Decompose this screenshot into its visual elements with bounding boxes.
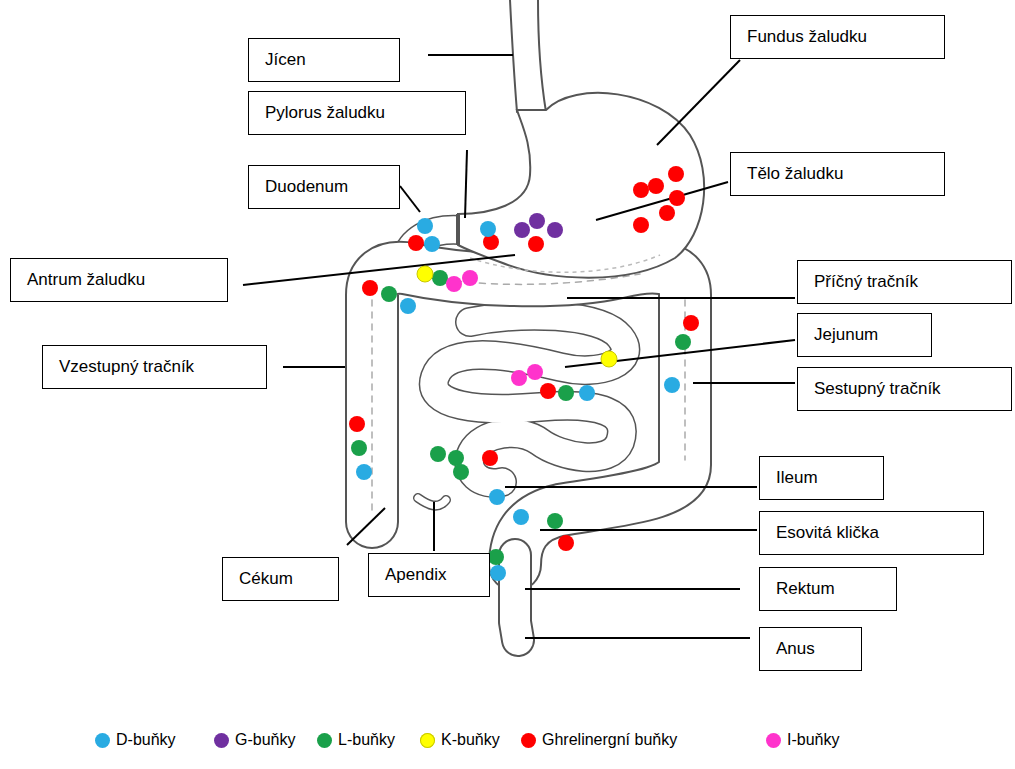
organ-label: Antrum žaludku — [27, 270, 145, 290]
legend-swatch — [521, 733, 536, 748]
label-box: Rektum — [759, 567, 897, 611]
legend-swatch — [420, 733, 435, 748]
legend-item: G-buňky — [214, 731, 295, 749]
legend-text: Ghrelinergní buňky — [542, 731, 677, 749]
legend-text: G-buňky — [235, 731, 295, 749]
organ-label: Rektum — [776, 579, 835, 599]
label-box: Tělo žaludku — [730, 152, 945, 196]
organ-label: Anus — [776, 639, 815, 659]
legend-swatch — [214, 733, 229, 748]
label-box: Antrum žaludku — [10, 258, 228, 302]
label-box: Jícen — [248, 38, 400, 82]
label-box: Příčný tračník — [797, 260, 1012, 304]
label-box: Pylorus žaludku — [248, 91, 466, 135]
organ-label: Duodenum — [265, 177, 348, 197]
label-box: Ileum — [759, 456, 884, 500]
label-box: Apendix — [368, 553, 490, 597]
label-box: Cékum — [222, 557, 339, 601]
legend-swatch — [95, 733, 110, 748]
organ-label: Esovitá klička — [776, 523, 879, 543]
legend-swatch — [766, 733, 781, 748]
label-box: Jejunum — [797, 313, 932, 357]
organ-label: Tělo žaludku — [747, 164, 843, 184]
organ-label: Jícen — [265, 50, 306, 70]
organ-label: Pylorus žaludku — [265, 103, 385, 123]
legend-text: I-buňky — [787, 731, 839, 749]
legend-swatch — [317, 733, 332, 748]
organ-label: Cékum — [239, 569, 293, 589]
organ-label: Apendix — [385, 565, 446, 585]
label-box: Fundus žaludku — [730, 15, 945, 59]
label-box: Sestupný tračník — [797, 367, 1012, 411]
organ-label: Jejunum — [814, 325, 878, 345]
organ-label: Příčný tračník — [814, 272, 918, 292]
organ-label: Fundus žaludku — [747, 27, 867, 47]
legend-text: K-buňky — [441, 731, 500, 749]
label-box: Duodenum — [248, 165, 400, 209]
label-box: Anus — [759, 627, 862, 671]
label-box: Vzestupný tračník — [42, 345, 267, 389]
legend-item: D-buňky — [95, 731, 176, 749]
legend-item: Ghrelinergní buňky — [521, 731, 677, 749]
legend-text: L-buňky — [338, 731, 395, 749]
organ-label: Vzestupný tračník — [59, 357, 194, 377]
label-box: Esovitá klička — [759, 511, 984, 555]
organ-label: Ileum — [776, 468, 818, 488]
legend-text: D-buňky — [116, 731, 176, 749]
legend-item: I-buňky — [766, 731, 839, 749]
legend-item: L-buňky — [317, 731, 395, 749]
organ-label: Sestupný tračník — [814, 379, 941, 399]
legend-item: K-buňky — [420, 731, 500, 749]
